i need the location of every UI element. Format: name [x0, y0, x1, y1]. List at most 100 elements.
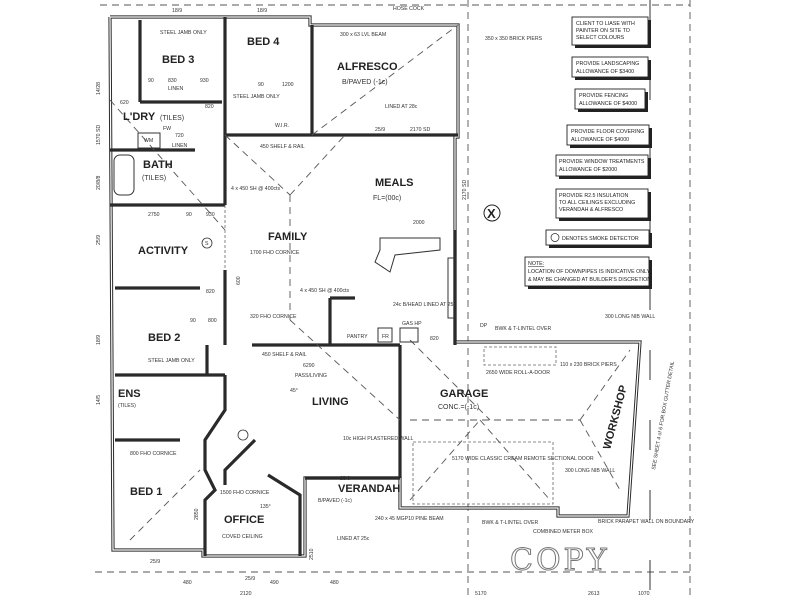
dim: 2510: [309, 548, 315, 560]
note-text: & MAY BE CHANGED AT BUILDER'S DISCRETION: [528, 277, 651, 283]
room-garage: GARAGE: [440, 388, 488, 400]
note-cornice: 1500 FHO CORNICE: [220, 490, 270, 496]
copy-stamp: COPY: [510, 543, 610, 578]
dim: 2170 SD: [462, 180, 468, 200]
dim: 820: [205, 104, 214, 110]
dim: 90: [186, 212, 192, 218]
dim: 2170 SD: [410, 127, 430, 133]
bath-tub: [113, 154, 135, 196]
note-nib-wall: 300 LONG NIB WALL: [565, 468, 615, 474]
bath-floor: (TILES): [142, 175, 166, 182]
dim: 2750: [148, 212, 160, 218]
fridge-space: [377, 327, 393, 343]
alfresco-floor: B/PAVED (-1c): [342, 79, 388, 86]
label-floor-waste: FW: [163, 126, 171, 132]
note-text: PROVIDE R2.5 INSULATION: [559, 193, 629, 199]
note-landscaping: PROVIDE LANDSCAPING ALLOWANCE OF $3400: [571, 56, 651, 80]
gas-hotplate: [399, 327, 419, 343]
dim: 930: [206, 212, 215, 218]
label-linen: LINEN: [168, 86, 184, 92]
roof-lines: [109, 24, 631, 541]
note-text: LOCATION OF DOWNPIPES IS INDICATIVE ONLY: [528, 269, 651, 275]
room-alfresco: ALFRESCO: [337, 61, 398, 73]
room-bath: BATH: [143, 159, 173, 171]
note-text: PROVIDE LANDSCAPING: [576, 61, 639, 67]
dim: 1570 SD: [96, 125, 102, 145]
note-text: PROVIDE WINDOW TREATMENTS: [559, 159, 645, 165]
room-activity: ACTIVITY: [138, 245, 189, 257]
room-verandah: VERANDAH: [338, 483, 400, 495]
dim: 2120: [240, 591, 252, 597]
north-symbol: X: [487, 206, 496, 221]
note-text: PAINTER ON SITE TO: [576, 28, 630, 34]
note-meter-box: COMBINED METER BOX: [533, 529, 593, 535]
note-smoke-detector: DENOTES SMOKE DETECTOR: [545, 229, 652, 248]
note-parapet: BRICK PARAPET WALL ON BOUNDARY: [598, 519, 695, 525]
dim: 800: [208, 318, 217, 324]
dim: 2000: [413, 220, 425, 226]
dim: 1200: [282, 82, 294, 88]
note-text: PROVIDE FLOOR COVERING: [571, 129, 644, 135]
dim: 20/8/8: [96, 175, 102, 190]
dim: 14/28: [96, 82, 102, 95]
note-roll-door: 2650 WIDE ROLL-A-DOOR: [486, 370, 550, 376]
room-office: OFFICE: [224, 514, 264, 526]
note-plastered-wall: 10c HIGH PLASTERED WALL: [343, 436, 414, 442]
note-text: TO ALL CEILINGS EXCLUDING: [559, 200, 635, 206]
dim: 490: [270, 580, 279, 586]
dim: 820: [430, 336, 439, 342]
dim: 90: [258, 82, 264, 88]
note-cornice: 800 FHO CORNICE: [130, 451, 177, 457]
dim: 18/9: [96, 335, 102, 345]
kitchen-bench: [374, 237, 441, 273]
label-washing-machine: WM: [144, 138, 153, 144]
room-living: LIVING: [312, 396, 349, 408]
ens-floor: (TILES): [118, 403, 136, 409]
note-brick-piers-top: 350 x 350 BRICK PIERS: [485, 36, 543, 42]
note-coved-ceiling: COVED CEILING: [222, 534, 263, 540]
note-steel-jamb: STEEL JAMB ONLY: [160, 30, 207, 36]
note-pine-beam: 240 x 45 MGP10 PINE BEAM: [375, 516, 444, 522]
dim: 14/5: [96, 395, 102, 405]
note-brick-piers: 110 x 230 BRICK PIERS: [560, 362, 617, 368]
label-linen: LINEN: [172, 143, 188, 149]
dim: 6290: [303, 363, 315, 369]
room-bed3: BED 3: [162, 54, 194, 66]
note-cornice: 1700 FHO CORNICE: [250, 250, 300, 256]
dim: 2613: [588, 591, 600, 597]
room-bed2: BED 2: [148, 332, 180, 344]
note-cornice: 320 FHO CORNICE: [250, 314, 297, 320]
dim: 820: [206, 289, 215, 295]
note-shelving: 4 x 450 SH @ 400cts: [231, 186, 281, 192]
note-text: VERANDAH & ALFRESCO: [559, 207, 623, 213]
dim: 930: [200, 78, 209, 84]
label-angle: 135°: [260, 504, 271, 510]
note-lvl-beam: 300 x 63 LVL BEAM: [340, 32, 386, 38]
note-bulkhead: 24c B/HEAD LINED AT 25c: [393, 302, 456, 308]
meals-floor: FL=(00c): [373, 195, 401, 202]
north-point-icon: X: [483, 204, 501, 222]
walls: [108, 15, 642, 558]
note-downpipes: NOTE:LOCATION OF DOWNPIPES IS INDICATIVE…: [524, 256, 652, 289]
label-angle: 45°: [290, 388, 298, 394]
dim: 620: [120, 100, 129, 106]
dim: 25/9: [245, 576, 255, 582]
note-sectional-door: 5170 WIDE CLASSIC CREAM REMOTE SECTIONAL…: [452, 456, 594, 462]
note-text: ALLOWANCE OF $3400: [576, 69, 634, 75]
room-meals: MEALS: [375, 177, 414, 189]
garage-floor: CONC.=(-1c): [438, 404, 479, 411]
dim: 5170: [475, 591, 487, 597]
dim: 480: [183, 580, 192, 586]
note-shelving: 4 x 450 SH @ 400cts: [300, 288, 350, 294]
dim: 25/9: [96, 235, 102, 245]
room-ens: ENS: [118, 388, 141, 400]
note-text: ALLOWANCE OF $4000: [579, 101, 637, 107]
label-gas-hp: GAS HP: [402, 321, 422, 327]
dim: 90: [190, 318, 196, 324]
note-lined-28c: LINED AT 28c: [385, 104, 418, 110]
smoke-detector-icon: [237, 429, 249, 441]
